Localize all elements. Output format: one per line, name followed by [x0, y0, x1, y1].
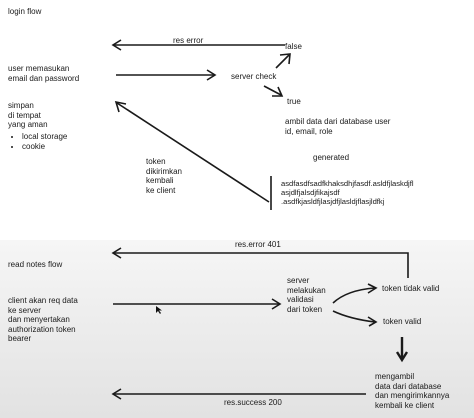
arrow-to-token-invalid: [332, 283, 378, 304]
store-option-local-storage: local storage: [22, 132, 67, 142]
generated-label: generated: [313, 153, 350, 162]
arrow-res-error-401: [111, 247, 409, 278]
arrow-valid-to-fetch: [395, 337, 409, 363]
arrow-res-error: [111, 39, 285, 51]
db-step: ambil data dari database user id, email,…: [285, 117, 391, 136]
store-title: simpan di tempat yang aman: [8, 101, 48, 129]
arrow-user-to-server-check: [116, 69, 217, 81]
read-flow-title: read notes flow: [8, 260, 63, 269]
user-input-step: user memasukan email dan password: [8, 64, 80, 83]
arrow-client-to-server: [113, 298, 282, 310]
server-validate-step: server melakukan validasi dari token: [287, 276, 326, 314]
login-section-background: [0, 0, 474, 240]
store-option-cookie: cookie: [22, 142, 67, 152]
fetch-data-step: mengambil data dari database dan mengiri…: [375, 372, 450, 410]
arrow-server-check-to-false: [275, 53, 291, 69]
token-invalid-label: token tidak valid: [382, 284, 440, 293]
res-error-401-label: res.error 401: [235, 240, 281, 249]
token-valid-label: token valid: [383, 317, 422, 326]
client-request-step: client akan req data ke server dan menye…: [8, 296, 78, 343]
read-section-background: [0, 240, 474, 418]
arrow-token-to-client: [114, 100, 270, 203]
arrow-res-success: [111, 388, 366, 400]
token-sent-label: token dikirimkan kembali ke client: [146, 157, 183, 195]
res-error-label: res error: [173, 36, 204, 45]
false-label: false: [285, 42, 302, 51]
arrow-server-check-to-true: [263, 85, 284, 97]
login-flow-title: login flow: [8, 7, 42, 16]
res-success-label: res.success 200: [224, 398, 282, 407]
store-options-list: local storage cookie: [10, 132, 67, 151]
arrow-to-token-valid: [332, 310, 378, 327]
server-check-label: server check: [231, 72, 277, 81]
token-value: asdfasdfsadfkhaksdhjfasdf.asldfjlaskdjfl…: [281, 179, 414, 206]
mouse-cursor-icon: [156, 306, 162, 314]
true-label: true: [287, 97, 301, 106]
